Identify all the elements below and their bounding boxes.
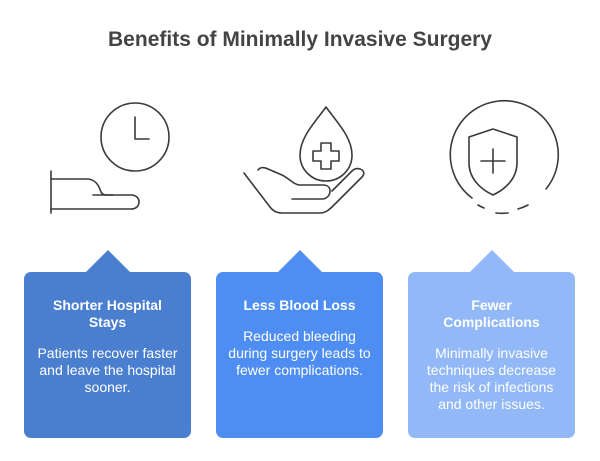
benefit-title: Less Blood Loss xyxy=(243,297,356,313)
benefit-title: Shorter Hospital Stays xyxy=(53,297,162,330)
benefit-card-shorter-stays: Shorter Hospital Stays Patients recover … xyxy=(24,250,191,438)
benefit-description: Minimally invasive techniques decrease t… xyxy=(426,345,557,412)
benefit-description: Reduced bleeding during surgery leads to… xyxy=(228,328,371,378)
benefit-card-fewer-complications: Fewer Complications Minimally invasive t… xyxy=(408,250,575,438)
shield-plus-icon xyxy=(418,95,568,225)
benefit-title: Fewer Complications xyxy=(443,297,540,330)
clock-hand-icon xyxy=(35,95,185,225)
blood-drop-hand-icon xyxy=(230,95,380,225)
page-title: Benefits of Minimally Invasive Surgery xyxy=(108,28,492,51)
benefit-description: Patients recover faster and leave the ho… xyxy=(37,345,178,395)
benefit-card-less-blood-loss: Less Blood Loss Reduced bleeding during … xyxy=(216,250,383,438)
